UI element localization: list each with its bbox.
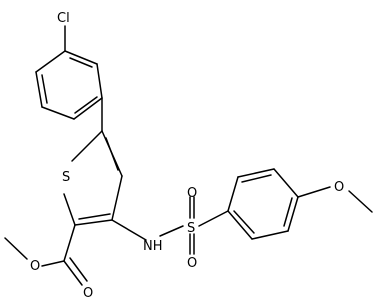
bond-n-s bbox=[159, 225, 184, 237]
atom-methoxy-oxygen: O bbox=[334, 180, 344, 195]
chlorophenyl-ring bbox=[35, 50, 103, 120]
bond-carbonyl-o-single bbox=[41, 260, 65, 267]
methoxyphenyl-ring bbox=[227, 168, 299, 240]
bond-carbonyl-o-double-2 bbox=[69, 257, 88, 282]
bond-ring-carbonyl bbox=[63, 224, 76, 262]
bond-carbonyl-o-double bbox=[63, 260, 83, 286]
bond-c-n bbox=[111, 219, 147, 241]
thiophene-ring bbox=[63, 130, 123, 226]
bond-s-aryl bbox=[198, 210, 229, 227]
atom-sulfonyl-oxygen-top: O bbox=[187, 186, 197, 201]
bond-aryl-o-methoxy bbox=[297, 186, 331, 198]
bond-o-methyl-ester bbox=[4, 237, 28, 260]
atom-sulfur-ring: S bbox=[62, 170, 70, 185]
bond-o-methyl bbox=[348, 190, 373, 213]
atom-sulfonyl-oxygen-bottom: O bbox=[187, 256, 197, 271]
atom-nitrogen: NH bbox=[143, 239, 163, 254]
atom-sulfonyl-sulfur: S bbox=[187, 221, 195, 236]
atom-chlorine: Cl bbox=[57, 11, 70, 26]
atom-ester-oxygen-double: O bbox=[83, 286, 93, 301]
atom-ester-oxygen-single: O bbox=[30, 259, 40, 274]
